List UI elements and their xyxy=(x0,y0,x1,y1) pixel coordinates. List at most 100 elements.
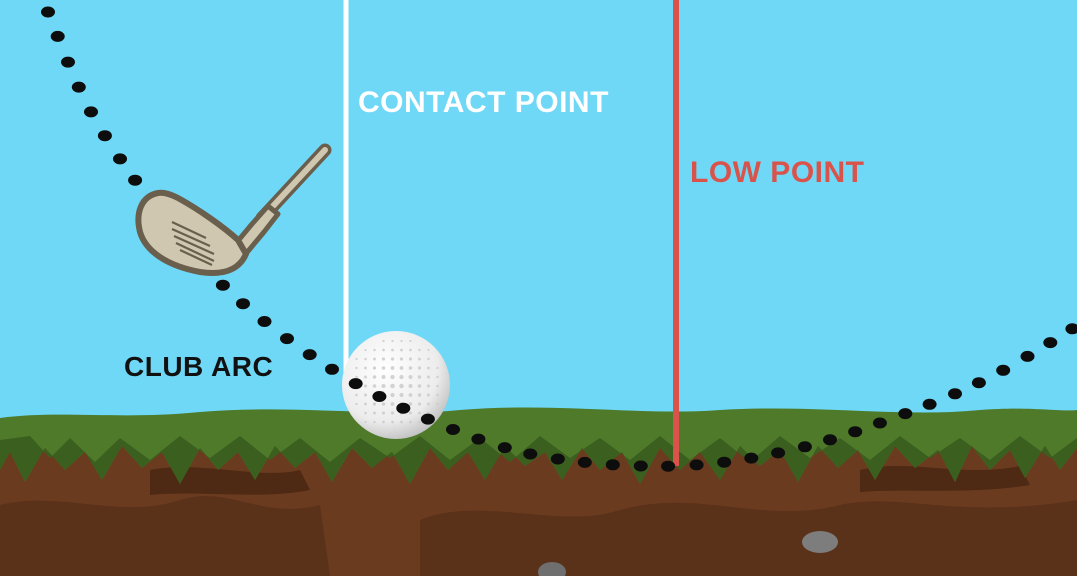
contact-point-label: CONTACT POINT xyxy=(358,86,609,120)
ball-dimple xyxy=(427,358,429,360)
ball-dimple xyxy=(355,358,357,360)
ball-dimple xyxy=(390,393,394,397)
ball-dimple xyxy=(364,421,366,423)
ball-dimple xyxy=(418,375,421,378)
club-arc-dot xyxy=(996,365,1010,376)
club-arc-dot xyxy=(898,408,912,419)
ball-dimple xyxy=(409,340,411,342)
ball-dimple xyxy=(373,384,377,388)
ball-dimple xyxy=(409,357,412,360)
ball-dimple xyxy=(391,366,395,370)
ball-dimple xyxy=(399,393,403,397)
ball-dimple xyxy=(418,421,420,423)
ball-dimple xyxy=(391,421,394,424)
club-arc-dot xyxy=(216,280,230,291)
club-arc-dot xyxy=(873,418,887,429)
ball-dimple xyxy=(355,394,358,397)
ball-dimple xyxy=(436,385,439,388)
ball-dimple xyxy=(382,375,386,379)
club-arc-dot xyxy=(421,414,435,425)
club-arc-dot xyxy=(744,453,758,464)
ball-dimple xyxy=(381,384,385,388)
club-arc-dot xyxy=(349,378,363,389)
ball-dimple xyxy=(409,384,413,388)
low-point-label: LOW POINT xyxy=(690,156,864,190)
ball-dimple xyxy=(418,358,421,361)
ball-dimple xyxy=(409,421,412,424)
ball-dimple xyxy=(382,366,386,370)
club-arc-dot xyxy=(1043,337,1057,348)
club-arc-dot xyxy=(661,461,675,472)
ball-dimple xyxy=(382,340,384,342)
club-arc-dot xyxy=(113,153,127,164)
club-arc-dot xyxy=(523,449,537,460)
ball-dimple xyxy=(427,403,430,406)
club-arc-dot xyxy=(258,316,272,327)
ball-dimple xyxy=(391,411,394,414)
club-arc-dot xyxy=(498,442,512,453)
ball-dimple xyxy=(400,366,404,370)
ball-dimple xyxy=(399,375,403,379)
ball-dimple xyxy=(373,349,376,352)
club-arc-dot xyxy=(61,57,75,68)
ball-dimple xyxy=(382,357,385,360)
ball-dimple xyxy=(418,402,421,405)
club-arc-dot xyxy=(372,391,386,402)
club-arc-dot xyxy=(325,364,339,375)
club-arc-dot xyxy=(98,130,112,141)
ball-dimple xyxy=(409,349,412,352)
club-arc-dot xyxy=(1021,351,1035,362)
club-arc-dot xyxy=(396,403,410,414)
ball-dimple xyxy=(400,421,403,424)
ball-dimple xyxy=(355,376,358,379)
ball-dimple xyxy=(409,393,413,397)
ball-dimple xyxy=(418,412,421,415)
ball-dimple xyxy=(364,393,367,396)
ball-dimple xyxy=(427,385,430,388)
ball-dimple xyxy=(400,357,403,360)
club-arc-dot xyxy=(303,349,317,360)
ball-dimple xyxy=(364,375,367,378)
ball-dimple xyxy=(382,349,385,352)
club-arc-dot xyxy=(972,377,986,388)
ball-dimple xyxy=(409,402,412,405)
club-arc-dot xyxy=(578,457,592,468)
club-arc-dot xyxy=(606,459,620,470)
ball-dimple xyxy=(373,358,376,361)
club-arc-dot xyxy=(128,175,142,186)
ball-dimple xyxy=(382,411,385,414)
club-arc-dot xyxy=(551,454,565,465)
ball-dimple xyxy=(436,376,438,378)
rock-1 xyxy=(802,531,838,553)
ball-dimple xyxy=(436,394,438,396)
club-arc-dot xyxy=(51,31,65,42)
ball-dimple xyxy=(373,402,376,405)
ball-dimple xyxy=(391,349,394,352)
ball-dimple xyxy=(391,340,393,342)
soil-dark-patch-4 xyxy=(860,466,1030,492)
club-arc-dot xyxy=(923,399,937,410)
club-arc-dot xyxy=(446,424,460,435)
ball-dimple xyxy=(418,393,421,396)
club-arc-dot xyxy=(84,106,98,117)
ball-dimple xyxy=(409,411,412,414)
ball-dimple xyxy=(427,394,430,397)
ball-dimple xyxy=(409,375,413,379)
ball-dimple xyxy=(355,367,357,369)
ball-dimple xyxy=(390,384,395,389)
club-arc-dot xyxy=(690,459,704,470)
ball-dimple xyxy=(382,421,385,424)
club-arc-dot xyxy=(41,7,55,18)
ball-dimple xyxy=(436,367,438,369)
club-arc-dot xyxy=(717,457,731,468)
club-arc-dot xyxy=(798,441,812,452)
ball-dimple xyxy=(427,367,430,370)
ball-dimple xyxy=(373,375,377,379)
ball-dimple xyxy=(364,358,367,361)
club-arc-label: CLUB ARC xyxy=(124,351,273,383)
ball-dimple xyxy=(399,384,403,388)
ball-dimple xyxy=(427,349,429,351)
club-arc-dot xyxy=(72,82,86,93)
ball-dimple xyxy=(418,366,421,369)
club-arc-dot xyxy=(771,447,785,458)
